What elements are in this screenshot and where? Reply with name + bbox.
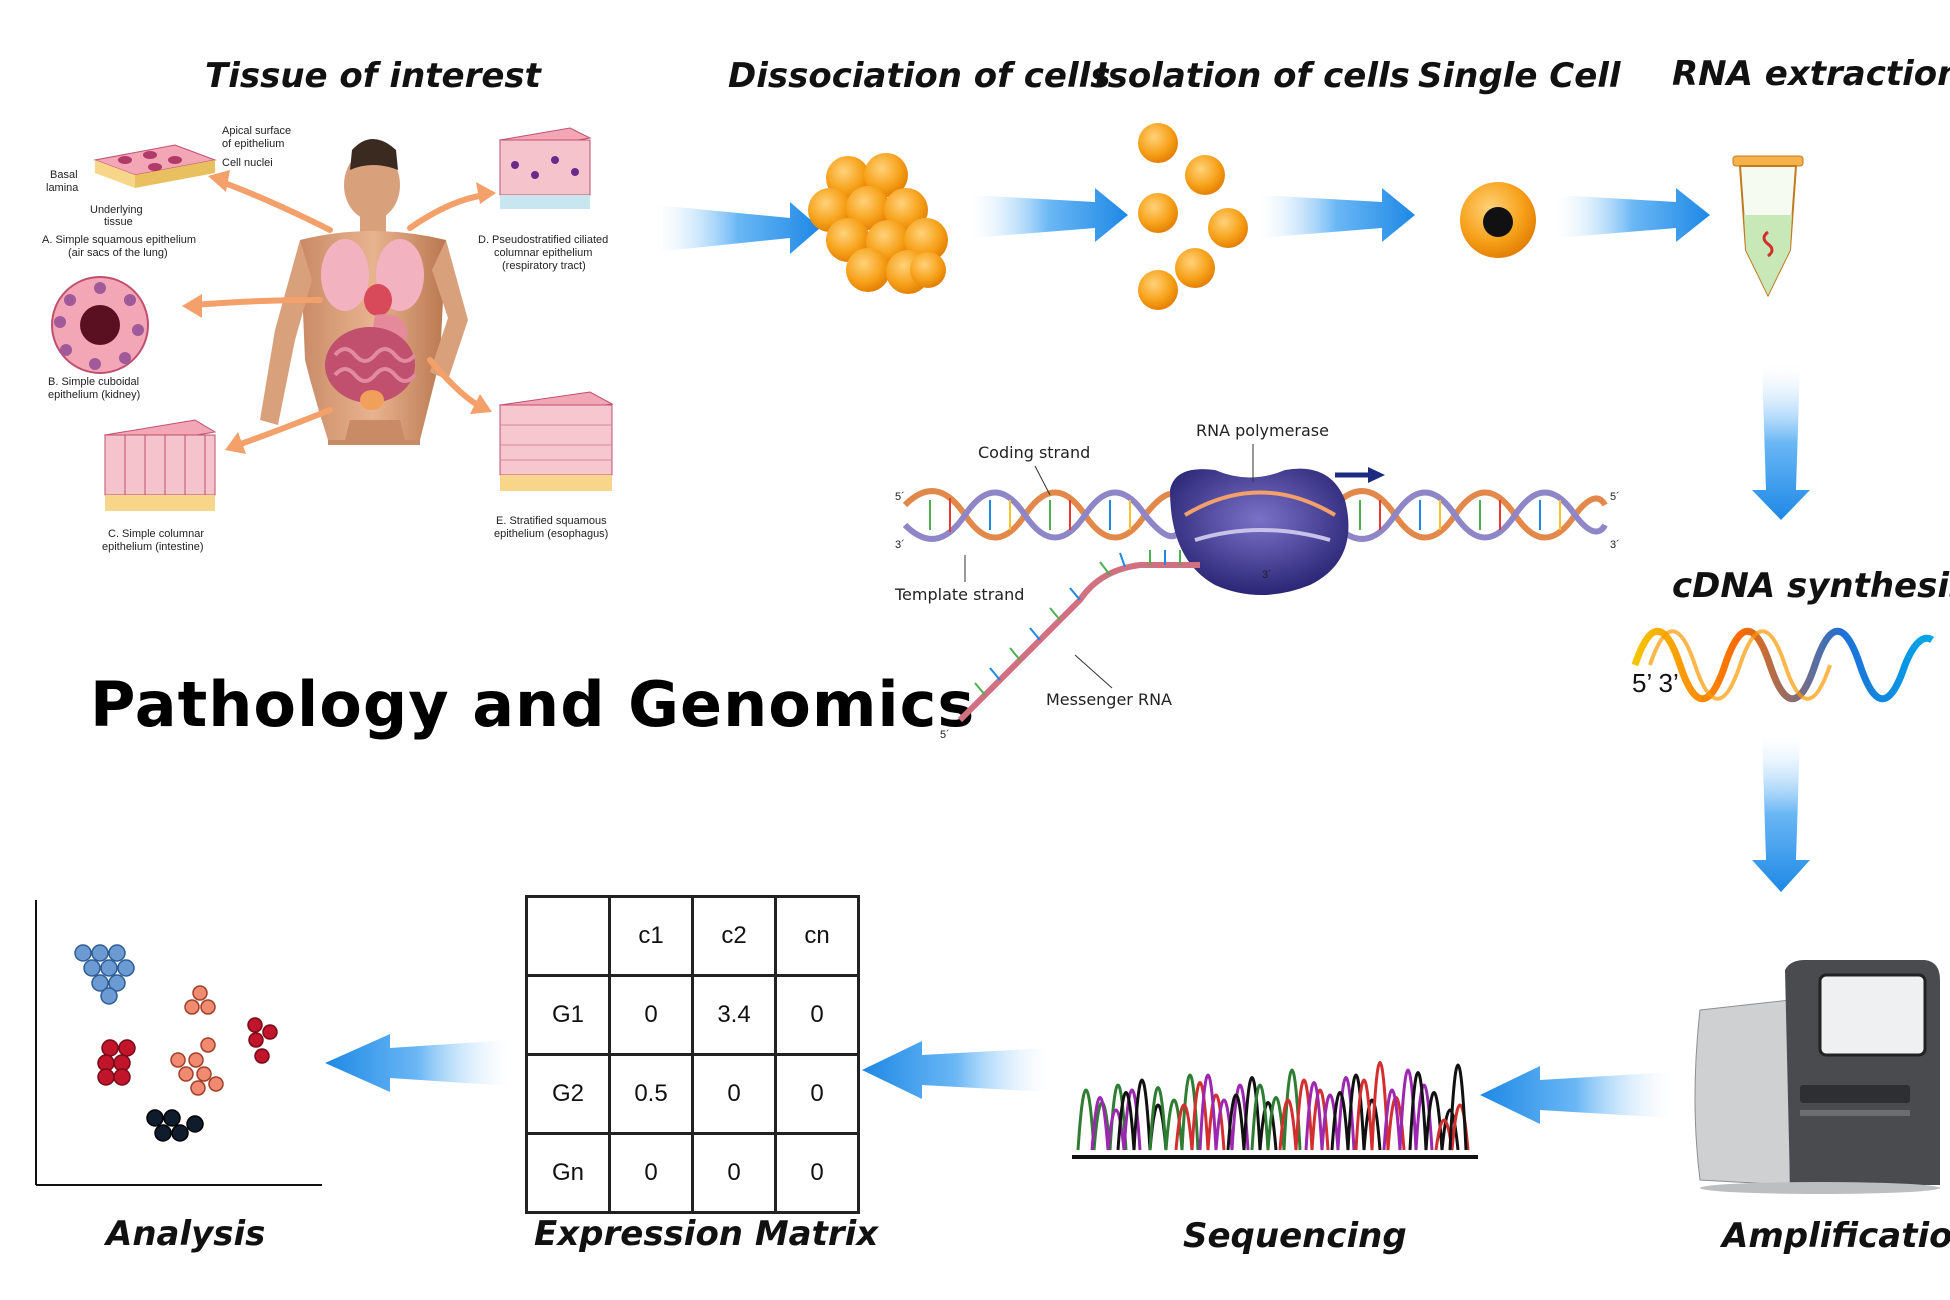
label-tissue-d-1: D. Pseudostratified ciliated: [478, 234, 608, 246]
tissue-a-squamous: [93, 144, 217, 188]
single-cell: [1460, 182, 1536, 258]
label-tissue-c-2: epithelium (intestine): [102, 541, 204, 553]
rna-tube: [1732, 155, 1804, 298]
matrix-row-label: Gn: [525, 1132, 611, 1214]
label-3prime-right: 3´: [1610, 539, 1620, 551]
label-basal: Basal: [50, 169, 78, 181]
matrix-row-label: G1: [525, 974, 611, 1056]
step-title-rna-extraction: RNA extraction: [1672, 54, 1950, 94]
arrow-tissue-to-dissociation: [655, 202, 820, 254]
label-cell-nuclei: Cell nuclei: [222, 157, 273, 169]
main-title: Pathology and Genomics: [90, 668, 976, 741]
cell-cluster: [808, 153, 948, 294]
step-title-amplification: Amplification: [1722, 1216, 1950, 1256]
label-template-strand: Template strand: [894, 585, 1024, 604]
matrix-cell: 0: [774, 1053, 860, 1135]
matrix-cell: 0: [774, 1132, 860, 1214]
label-underlying: Underlying: [90, 204, 143, 216]
label-tissue-a-2: (air sacs of the lung): [68, 247, 168, 259]
matrix-cell: 0: [608, 974, 694, 1056]
tissue-arrows: [182, 170, 496, 454]
label-tissue-c-1: C. Simple columnar: [108, 528, 204, 540]
sequencing-chromatogram: [1072, 1061, 1478, 1159]
arrow-single-to-rna: [1556, 188, 1710, 242]
step-title-dissociation: Dissociation of cells: [728, 56, 1111, 96]
label-lamina: lamina: [46, 182, 79, 194]
label-3prime-left: 3´: [895, 539, 905, 551]
matrix-cell: 0: [608, 1132, 694, 1214]
label-tissue-b-2: epithelium (kidney): [48, 389, 140, 401]
label-5prime-right: 5´: [1610, 491, 1620, 503]
expression-matrix-table: c1 c2 cn G1 0 3.4 0 G2 0.5 0 0 Gn 0 0 0: [525, 895, 860, 1214]
matrix-cell: 0.5: [608, 1053, 694, 1135]
label-tissue-e-1: E. Stratified squamous: [496, 515, 607, 527]
cdna-wave: [1631, 628, 1935, 702]
label-apical-surface: Apical surface: [222, 125, 291, 137]
arrow-rna-to-cdna: [1752, 365, 1810, 520]
step-title-single-cell: Single Cell: [1418, 56, 1621, 96]
matrix-cell: 3.4: [691, 974, 777, 1056]
label-tissue-e-2: epithelium (esophagus): [494, 528, 608, 540]
matrix-row: G2 0.5 0 0: [525, 1053, 860, 1135]
transcription-illustration: RNA polymerase Coding strand Template st…: [894, 421, 1620, 741]
matrix-header-row: c1 c2 cn: [525, 895, 860, 977]
amplification-machine: [1694, 960, 1940, 1194]
cluster-salmon-small: [184, 985, 216, 1015]
matrix-row: G1 0 3.4 0: [525, 974, 860, 1056]
label-tissue-d-2: columnar epithelium: [494, 247, 592, 259]
label-messenger-rna: Messenger RNA: [1046, 690, 1172, 709]
label-3prime-polymerase: 3´: [1262, 569, 1272, 581]
label-5prime-left: 5´: [895, 491, 905, 503]
arrow-to-tissue-e: [427, 357, 481, 408]
isolated-cells: [1138, 123, 1248, 310]
matrix-header-cell: cn: [774, 895, 860, 977]
step-title-cdna-synthesis: cDNA synthesis: [1672, 566, 1950, 606]
tissue-c-columnar: [103, 419, 217, 511]
matrix-header-cell: [525, 895, 611, 977]
arrow-dissociation-to-isolation: [970, 188, 1128, 242]
label-tissue-b-1: B. Simple cuboidal: [48, 376, 139, 388]
step-title-expression-matrix: Expression Matrix: [534, 1214, 879, 1254]
label-apical-surface-2: of epithelium: [222, 138, 284, 150]
arrow-to-tissue-d: [407, 192, 488, 231]
arrow-to-tissue-c: [235, 407, 333, 448]
matrix-row-label: G2: [525, 1053, 611, 1135]
arrow-sequencing-to-matrix: [862, 1041, 1050, 1099]
cluster-salmon-large: [170, 1037, 224, 1096]
arrow-isolation-to-single: [1258, 188, 1415, 242]
step-title-analysis: Analysis: [106, 1214, 266, 1254]
arrow-to-tissue-a: [219, 179, 333, 233]
cluster-navy: [146, 1109, 204, 1142]
cluster-blue: [74, 944, 135, 1005]
tissue-e-stratified: [498, 391, 614, 491]
arrow-to-tissue-b: [192, 297, 323, 308]
matrix-cell: 0: [691, 1132, 777, 1214]
matrix-row: Gn 0 0 0: [525, 1132, 860, 1214]
matrix-cell: 0: [691, 1053, 777, 1135]
arrow-cdna-to-amplification: [1752, 735, 1810, 892]
cluster-red-right: [247, 1017, 278, 1064]
step-title-isolation: Isolation of cells: [1095, 56, 1410, 96]
step-title-sequencing: Sequencing: [1183, 1216, 1407, 1256]
matrix-header-cell: c2: [691, 895, 777, 977]
analysis-plot: [35, 900, 322, 1186]
label-coding-strand: Coding strand: [978, 443, 1090, 462]
step-title-tissue: Tissue of interest: [205, 56, 541, 96]
arrow-matrix-to-analysis: [325, 1034, 510, 1092]
arrow-amplification-to-sequencing: [1480, 1066, 1672, 1124]
cdna-end-labels: 5’ 3’: [1632, 668, 1679, 698]
tissue-b-cuboidal: [51, 276, 149, 374]
label-tissue-d-3: (respiratory tract): [502, 260, 586, 272]
matrix-header-cell: c1: [608, 895, 694, 977]
label-tissue: tissue: [104, 216, 133, 228]
label-tissue-a-1: A. Simple squamous epithelium: [42, 234, 196, 246]
tissue-d-pseudostratified: [498, 127, 592, 209]
matrix-cell: 0: [774, 974, 860, 1056]
tissue-panel: Apical surface of epithelium Cell nuclei…: [42, 125, 614, 553]
cluster-red-left: [97, 1039, 136, 1086]
human-body-illustration: [260, 139, 468, 445]
label-rna-polymerase: RNA polymerase: [1196, 421, 1329, 440]
